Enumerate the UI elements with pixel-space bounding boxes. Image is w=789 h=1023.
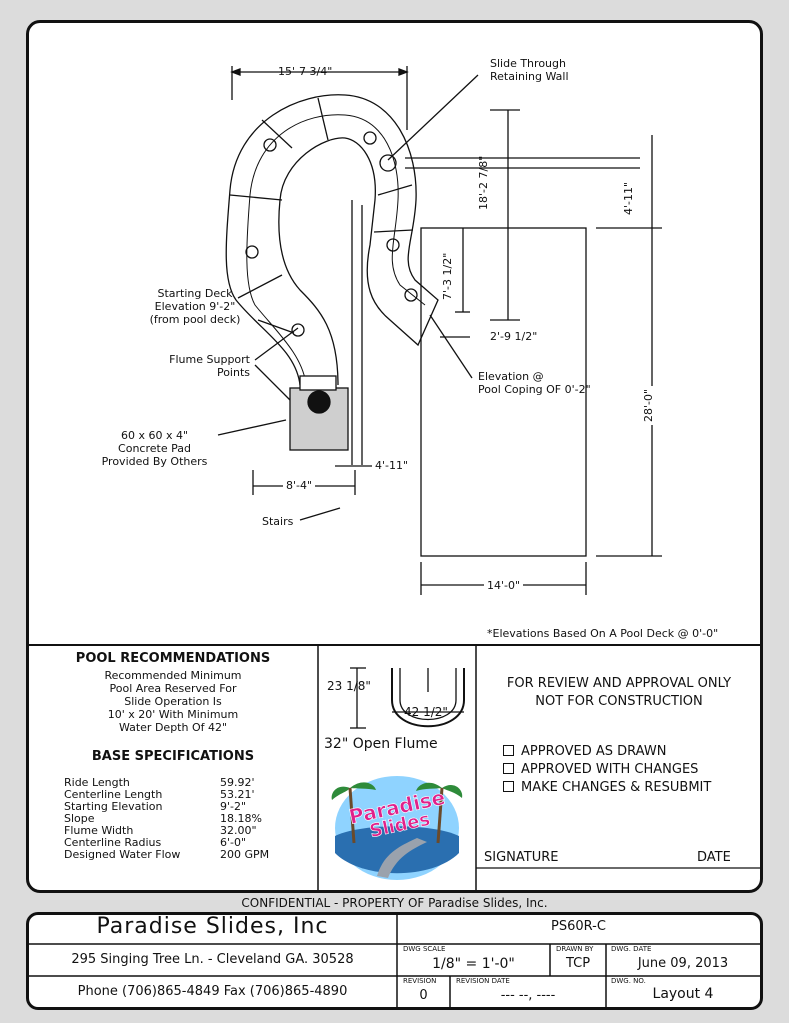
drawing-number: PS60R-C [551,919,606,934]
support-point [379,154,397,172]
drawn-by-label: DRAWN BY [556,945,594,953]
revision-date-value: --- --, ---- [500,988,556,1003]
date-label: DATE [697,850,731,865]
support-point [263,138,277,152]
support-point [404,288,418,302]
spec-label: Centerline Radius [64,836,162,849]
pool-outline [420,227,587,557]
label-concrete-pad-3: Provided By Others [101,455,208,468]
approval-heading-2: NOT FOR CONSTRUCTION [535,694,703,709]
approval-option[interactable]: MAKE CHANGES & RESUBMIT [503,780,712,795]
pool-heading: POOL RECOMMENDATIONS [75,651,271,666]
elevation-note: *Elevations Based On A Pool Deck @ 0'-0" [487,627,719,640]
pool-line: 10' x 20' With Minimum [107,708,239,721]
label-retaining-wall-1: Slide Through [490,57,566,70]
label-retaining-wall-2: Retaining Wall [490,70,569,83]
support-point [363,131,377,145]
checkbox-approved-as-drawn[interactable] [503,745,514,756]
pool-line: Slide Operation Is [124,695,222,708]
label-starting-deck-3: (from pool deck) [149,313,241,326]
spec-label: Slope [64,812,95,825]
support-point [386,238,400,252]
dwg-no-value: Layout 4 [652,986,714,1002]
support-point [291,323,305,337]
label-flume-support-2: Points [216,366,250,379]
title-block [26,912,763,1010]
spec-value: 59.92' [220,776,255,789]
support-point [245,245,259,259]
spec-label: Centerline Length [64,788,163,801]
base-heading: BASE SPECIFICATIONS [91,749,255,764]
approval-option-label: APPROVED WITH CHANGES [521,762,699,777]
spec-label: Ride Length [64,776,130,789]
slide-centerline [246,114,426,386]
approval-option-label: APPROVED AS DRAWN [521,744,667,759]
spec-value: 18.18% [220,812,262,825]
revision-date-label: REVISION DATE [456,977,510,985]
revision-value: 0 [419,988,428,1003]
spec-label: Starting Elevation [64,800,163,813]
logo-graphic [331,776,463,880]
drawn-by-value: TCP [565,956,591,971]
pool-line: Pool Area Reserved For [109,682,237,695]
approval-option[interactable]: APPROVED WITH CHANGES [503,762,699,777]
dim-top-width: 15'-7 3/4" [278,65,333,78]
label-elevation-1: Elevation @ [478,370,544,383]
pool-line: Water Depth Of 42" [118,721,228,734]
flume-width: 42 1/2" [404,705,448,719]
dim-8-4: 8'-4" [283,479,316,493]
address: 295 Singing Tree Ln. - Cleveland GA. 305… [71,952,354,967]
spec-value: 200 GPM [220,848,270,861]
company-name: Paradise Slides, Inc [96,914,329,939]
confidential-notice: CONFIDENTIAL - PROPERTY OF Paradise Slid… [241,896,548,910]
spec-value: 6'-0" [220,836,247,849]
phone-fax: Phone (706)865-4849 Fax (706)865-4890 [77,984,348,999]
pool-line: Recommended Minimum [104,669,242,682]
spec-value: 53.21' [220,788,255,801]
drawing-sheet [26,20,763,893]
dim-14: 14'-0" [484,579,524,593]
spec-label: Designed Water Flow [64,848,181,861]
flume-height: 23 1/8" [327,679,371,693]
scale-label: DWG SCALE [403,945,446,953]
paradise-slides-logo: Paradise Slides [322,758,472,886]
dim-4-11-bottom: 4'-11" [375,459,409,472]
slide-outline [225,94,439,386]
dwg-date-label: DWG. DATE [611,945,652,953]
flume-title: 32" Open Flume [324,736,438,752]
scale-value: 1/8" = 1'-0" [432,956,515,972]
spec-value: 32.00" [220,824,257,837]
approval-option[interactable]: APPROVED AS DRAWN [503,744,667,759]
spec-value: 9'-2" [220,800,247,813]
label-starting-deck-1: Starting Deck [157,287,233,300]
dwg-no-label: DWG. NO. [611,977,646,985]
dim-2-9: 2'-9 1/2" [490,330,538,343]
label-starting-deck-2: Elevation 9'-2" [154,300,236,313]
label-flume-support-1: Flume Support [169,353,250,366]
label-concrete-pad-2: Concrete Pad [118,442,191,455]
spec-label: Flume Width [64,824,134,837]
approval-heading-1: FOR REVIEW AND APPROVAL ONLY [506,676,732,691]
signature-label: SIGNATURE [484,850,559,865]
dwg-date-value: June 09, 2013 [637,956,729,971]
checkbox-make-changes[interactable] [503,781,514,792]
label-stairs: Stairs [262,515,294,528]
approval-option-label: MAKE CHANGES & RESUBMIT [521,780,712,795]
revision-label: REVISION [403,977,437,985]
label-elevation-2: Pool Coping OF 0'-2" [478,383,591,396]
checkbox-approved-with-changes[interactable] [503,763,514,774]
label-concrete-pad-1: 60 x 60 x 4" [120,429,189,442]
